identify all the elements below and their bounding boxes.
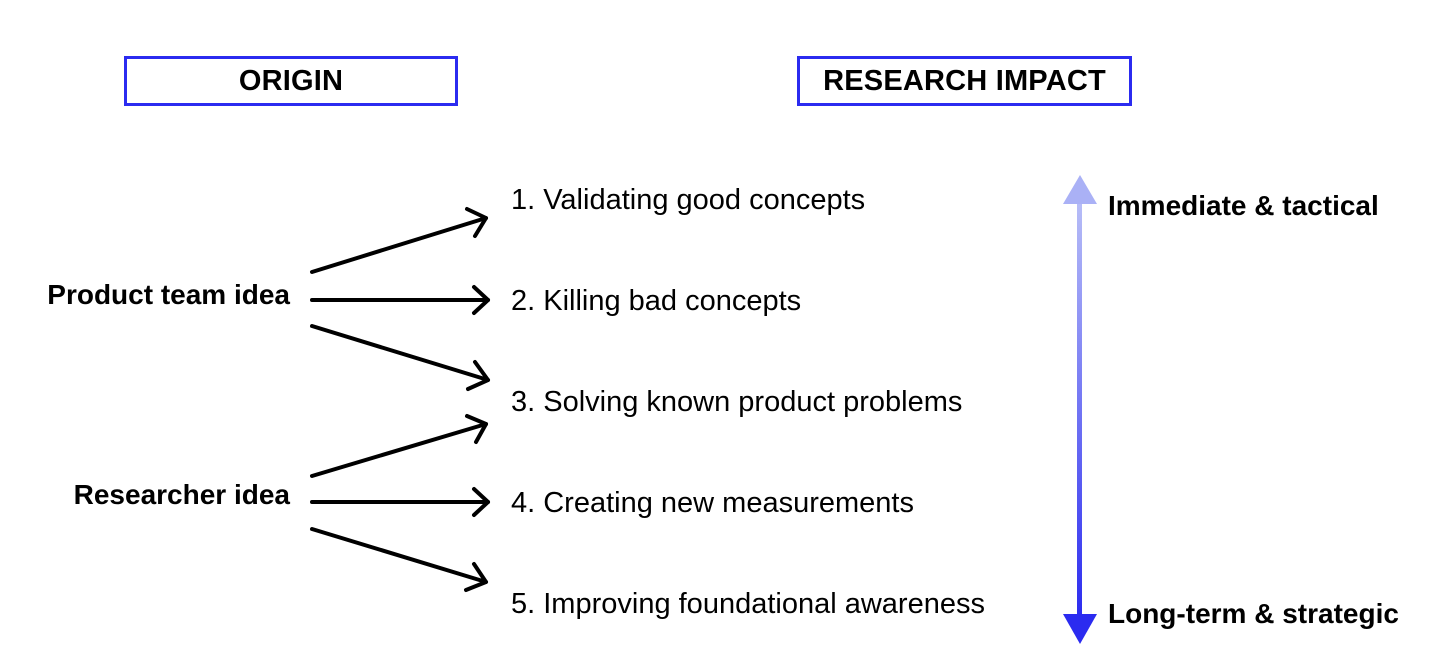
impact-item-1: 1. Validating good concepts bbox=[511, 184, 866, 216]
arrow-researcher-to-item-5 bbox=[310, 527, 488, 592]
arrow-product-to-item-3 bbox=[310, 324, 490, 391]
impact-item-4: 4. Creating new measurements bbox=[511, 487, 914, 519]
scale-label-immediate-tactical: Immediate & tactical bbox=[1108, 190, 1379, 221]
impact-item-5: 5. Improving foundational awareness bbox=[511, 588, 985, 620]
arrow-product-to-item-2 bbox=[310, 285, 490, 315]
arrow-product-to-item-1 bbox=[310, 207, 488, 274]
source-product-team-idea: Product team idea bbox=[47, 279, 290, 310]
scale-label-long-term-strategic: Long-term & strategic bbox=[1108, 598, 1399, 629]
source-researcher-idea: Researcher idea bbox=[73, 479, 290, 510]
impact-item-2: 2. Killing bad concepts bbox=[511, 285, 802, 317]
research-impact-header: RESEARCH IMPACT bbox=[797, 56, 1132, 106]
impact-scale-arrow bbox=[1063, 175, 1097, 644]
origin-header: ORIGIN bbox=[124, 56, 458, 106]
origin-header-label: ORIGIN bbox=[238, 64, 344, 97]
impact-item-3: 3. Solving known product problems bbox=[511, 386, 963, 418]
arrow-researcher-to-item-4 bbox=[310, 487, 490, 517]
arrow-researcher-to-item-3 bbox=[310, 414, 488, 478]
research-impact-header-label: RESEARCH IMPACT bbox=[823, 64, 1106, 97]
